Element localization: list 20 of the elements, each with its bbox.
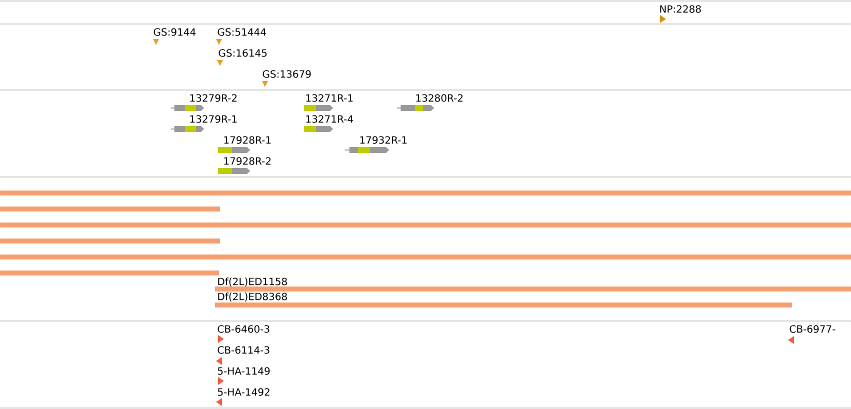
feature-label: 5-HA-1492 [218, 388, 270, 396]
feature-label: GS:51444 [218, 28, 266, 36]
feature-label: 13271R-4 [306, 115, 353, 123]
feature-label: 5-HA-1149 [218, 367, 270, 375]
feature-label: 17928R-1 [224, 136, 271, 144]
feature-label: CB-6114-3 [218, 346, 270, 354]
feature-label: Df(2L)ED1158 [218, 278, 287, 286]
feature-label: 13280R-2 [416, 94, 463, 102]
feature-label: GS:9144 [154, 28, 196, 36]
feature-label: GS:13679 [262, 70, 311, 78]
feature-label: 13279R-2 [190, 94, 237, 102]
feature-label: GS:16145 [218, 49, 267, 57]
feature-label: 13271R-1 [306, 94, 353, 102]
feature-label: 13279R-1 [190, 115, 237, 123]
feature-label: CB-6460-3 [218, 325, 270, 333]
feature-label: 17928R-2 [224, 157, 271, 165]
feature-label: Df(2L)ED8368 [218, 292, 287, 302]
feature-label: 17932R-1 [360, 136, 407, 144]
feature-label: CB-6977- [790, 325, 836, 333]
feature-label: NP:2288 [660, 5, 701, 13]
